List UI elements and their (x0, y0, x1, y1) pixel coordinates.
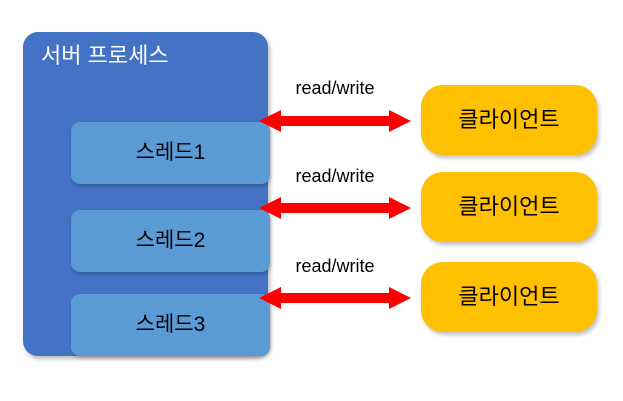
double-arrow-icon (259, 110, 411, 132)
thread-label-3: 스레드3 (135, 313, 206, 336)
server-process-title: 서버 프로세스 (41, 43, 169, 68)
bidirectional-arrow-1 (259, 108, 411, 134)
client-box-2: 클라이언트 (421, 172, 597, 242)
thread-box-3: 스레드3 (71, 294, 270, 356)
double-arrow-icon (259, 197, 411, 219)
client-label-2: 클라이언트 (458, 194, 560, 219)
thread-label-1: 스레드1 (135, 141, 206, 164)
connection-label-2: read/write (295, 166, 375, 186)
double-arrow-icon (259, 287, 411, 309)
server-process-container: 서버 프로세스 스레드1 스레드2 스레드3 (23, 32, 270, 356)
client-box-3: 클라이언트 (421, 262, 597, 332)
client-label-1: 클라이언트 (458, 107, 560, 132)
bidirectional-arrow-3 (259, 285, 411, 311)
thread-box-1: 스레드1 (71, 122, 270, 184)
bidirectional-arrow-2 (259, 195, 411, 221)
connection-label-1: read/write (295, 78, 375, 98)
client-box-1: 클라이언트 (421, 85, 597, 155)
client-label-3: 클라이언트 (458, 284, 560, 309)
thread-label-2: 스레드2 (135, 229, 206, 252)
connection-label-3: read/write (295, 256, 375, 276)
thread-box-2: 스레드2 (71, 210, 270, 272)
